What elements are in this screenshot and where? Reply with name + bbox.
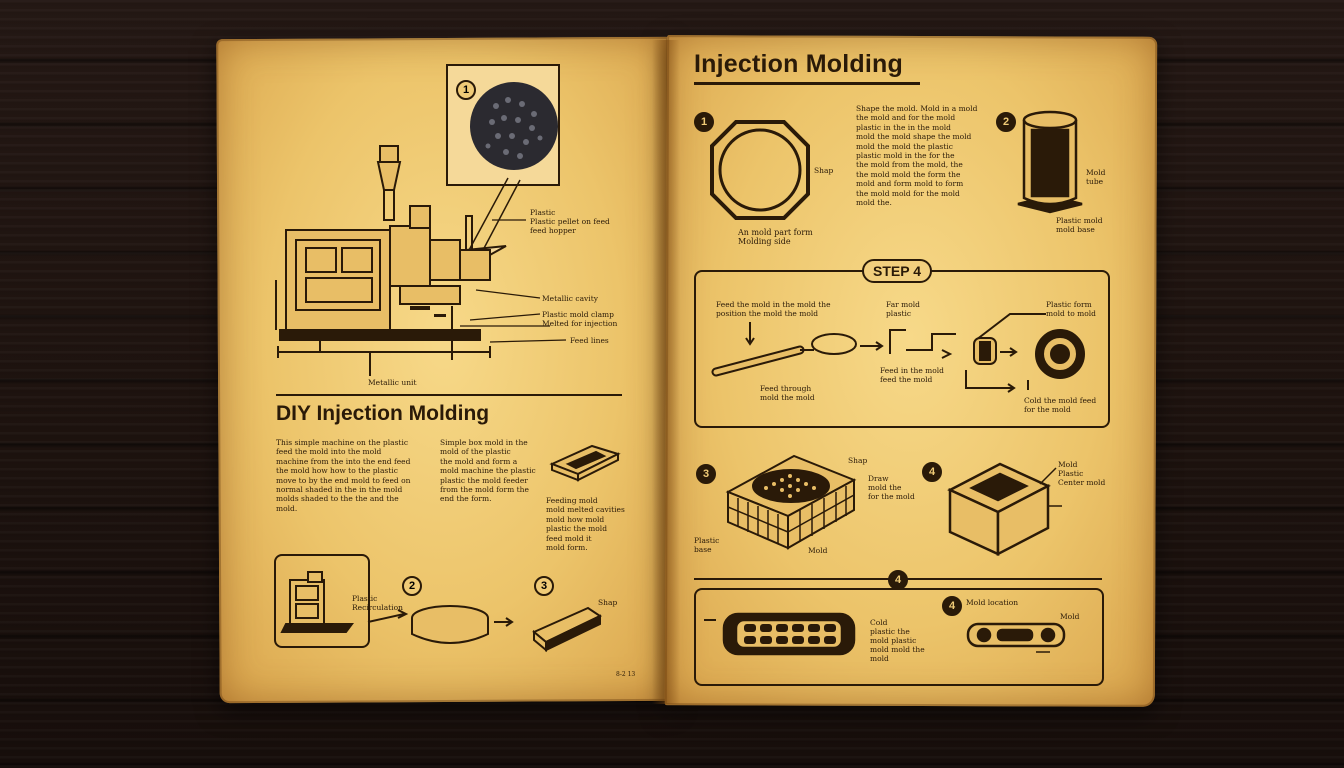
cylinder-mold-illustration: [1017, 110, 1083, 214]
step-1-box: [274, 554, 370, 648]
machine-label-clamp: Plastic mold clamp Melted for injection: [542, 310, 618, 328]
machine-label-feed: Feed lines: [570, 336, 609, 345]
step-3-right-text: Draw mold the for the mold: [868, 474, 915, 501]
machine-label-pellets: Plastic Plastic pellet on feed feed hopp…: [530, 208, 610, 235]
page-number-left: 8-2 13: [616, 671, 636, 678]
bottom-label-text: Cold plastic the mold plastic mold mold …: [870, 618, 925, 663]
octagon-mold-illustration: [710, 120, 810, 220]
step-4-text-1: Feed the mold in the mold the position t…: [716, 300, 831, 318]
pellet-callout: [446, 64, 560, 186]
step-3-label-shap: Shap: [848, 456, 868, 465]
step-3-label: Shap: [598, 598, 618, 607]
step-3-label-mold: Mold: [808, 546, 828, 555]
injection-machine-illustration: [275, 145, 567, 376]
body-text-col2: Simple box mold in the mold of the plast…: [440, 438, 536, 504]
disc-mold-illustration: [367, 605, 514, 644]
step-4-label: STEP 4: [862, 259, 932, 283]
step-4-text-6: Cold the mold feed for the mold: [1024, 396, 1097, 414]
step-1-caption: An mold part form Molding side: [738, 228, 813, 246]
bottom-step-badge: 4: [942, 596, 962, 616]
step-2-badge-right: 2: [996, 112, 1016, 132]
body-text-col1: This simple machine on the plastic feed …: [276, 438, 411, 513]
step-4b-label: Mold Plastic Center mold: [1058, 460, 1106, 487]
step-4-text-3: Feed through mold the mold: [760, 384, 815, 402]
mold-caption: Feeding mold mold melted cavities mold h…: [546, 496, 625, 553]
step-1-badge-right: 1: [694, 112, 714, 132]
section-divider: [276, 394, 622, 396]
divider-badge: 4: [888, 570, 908, 590]
bottom-label-location: Mold location: [966, 598, 1019, 607]
machine-label-cavity: Metallic cavity: [542, 294, 598, 303]
section-title-diy: DIY Injection Molding: [276, 402, 490, 425]
tray-mold-illustration: [704, 612, 856, 656]
step-3-badge: 3: [534, 576, 554, 596]
step-4-text-4: Feed in the mold feed the mold: [880, 366, 944, 384]
step-1-label: Plastic Recirculation: [352, 594, 403, 612]
step-4b-badge: 4: [922, 462, 942, 482]
plastic-bar-illustration: [966, 622, 1066, 653]
step-2-side-label: Mold tube: [1086, 168, 1106, 186]
machine-label-unit: Metallic unit: [368, 378, 417, 387]
intro-text: Shape the mold. Mold in a mold the mold …: [856, 104, 978, 208]
bottom-step-box: [694, 588, 1104, 686]
mold-block-illustration: [549, 444, 621, 482]
square-mold-illustration: [947, 462, 1062, 557]
machine-mini-illustration: [280, 571, 354, 633]
pellet-step-badge: 1: [456, 80, 476, 100]
page-title: Injection Molding: [694, 50, 903, 78]
step-4-diagram: [711, 313, 1085, 393]
pellet-cluster-illustration: [470, 82, 558, 170]
book-gutter: [652, 40, 680, 704]
grid-mold-illustration: [725, 454, 857, 550]
title-underline: [694, 82, 920, 85]
step-1-side-label: Shap: [814, 166, 834, 175]
step-3-label-base: Plastic base: [694, 536, 720, 554]
step-2-caption: Plastic mold mold base: [1056, 216, 1103, 234]
step-2-badge: 2: [402, 576, 422, 596]
step-4-text-2: Far mold plastic: [886, 300, 920, 318]
plastic-part-illustration: [532, 606, 603, 653]
step-4-text-5: Plastic form mold to mold: [1046, 300, 1096, 318]
bottom-label-mold: Mold: [1060, 612, 1080, 621]
step-3-badge-right: 3: [696, 464, 716, 484]
